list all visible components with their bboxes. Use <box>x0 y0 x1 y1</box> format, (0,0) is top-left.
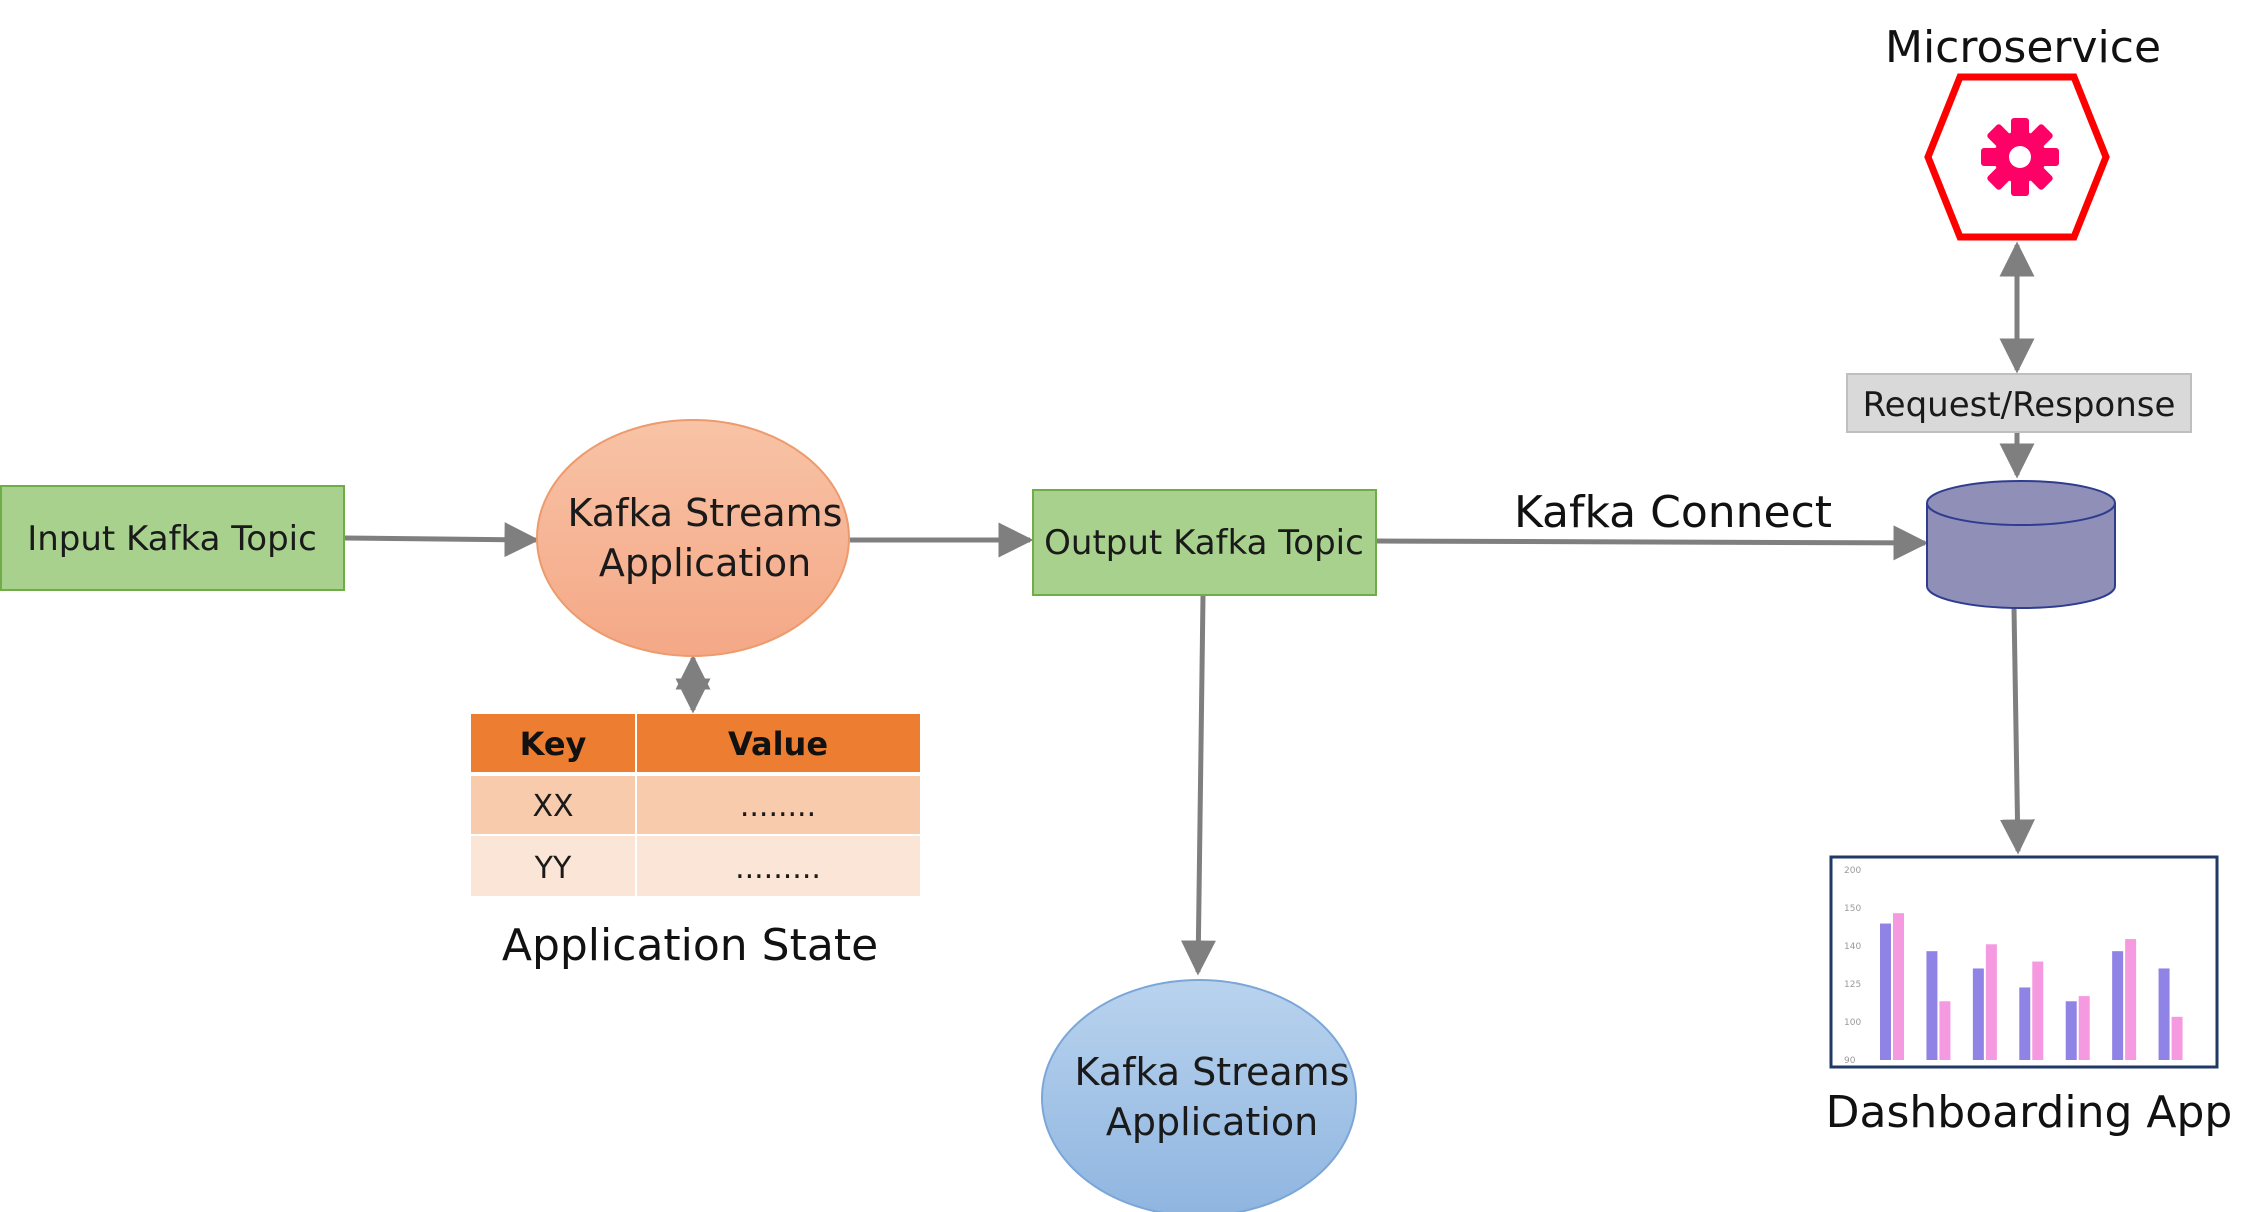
table-header-key <box>471 714 635 772</box>
chart-tick-label: 150 <box>1844 904 1861 914</box>
application-state-table: Key Value XX ........ YY ......... Appli… <box>471 714 920 971</box>
request-response-box <box>1846 373 2192 433</box>
chart-bar <box>2112 951 2124 1060</box>
request-response-node: Request/Response <box>1846 373 2192 433</box>
chart-bar <box>2171 1016 2183 1060</box>
output-topic-box <box>1032 489 1377 596</box>
input-topic-box <box>0 485 345 591</box>
dashboarding-app-node: 200 150 140 125 100 90 Dashboarding App <box>1826 855 2233 1138</box>
kafka-connect-label: Kafka Connect <box>1514 487 1832 538</box>
chart-bar <box>1985 944 1997 1060</box>
table-row-1-key-text: XX <box>532 789 573 824</box>
chart-bar <box>1893 913 1904 1060</box>
chart-bar <box>1880 923 1891 1060</box>
input-topic-label: Input Kafka Topic <box>27 519 317 559</box>
chart-bar <box>2019 987 2031 1060</box>
streams-app-secondary-node: Kafka Streams Application <box>1041 979 1357 1212</box>
table-row-1-value-text: ........ <box>740 789 816 824</box>
streams-app-secondary-ellipse <box>1041 979 1357 1212</box>
microservice-label: Microservice <box>1885 22 2161 73</box>
bar-chart-icon: 200 150 140 125 100 90 <box>1844 866 2183 1066</box>
arrow-database-to-dashboard <box>1999 607 2035 855</box>
streams-app-main-label-line2: Application <box>599 541 811 585</box>
table-header-value-text: Value <box>728 725 828 763</box>
database-icon <box>1926 480 2116 609</box>
arrow-input-to-streams <box>344 522 540 558</box>
chart-tick-label: 200 <box>1844 866 1861 876</box>
streams-app-secondary-label-line2: Application <box>1106 1100 1318 1144</box>
table-row-2-key-text: YY <box>534 851 572 886</box>
chart-tick-label: 140 <box>1844 942 1861 952</box>
chart-bar <box>1926 951 1938 1060</box>
streams-app-main-label-line1: Kafka Streams <box>568 491 843 535</box>
table-row-2-value <box>637 836 920 896</box>
gear-icon <box>1981 118 2059 196</box>
output-kafka-topic-node: Output Kafka Topic <box>1032 489 1377 596</box>
table-row-2-value-text: ......... <box>735 851 821 886</box>
chart-tick-label: 125 <box>1844 980 1861 990</box>
chart-tick-label: 90 <box>1844 1056 1856 1066</box>
application-state-caption: Application State <box>502 920 878 971</box>
chart-bar <box>2078 996 2090 1060</box>
table-header-key-text: Key <box>520 725 587 763</box>
output-topic-label: Output Kafka Topic <box>1044 523 1364 563</box>
table-row-2-key <box>471 836 635 896</box>
dashboard-label: Dashboarding App <box>1826 1087 2233 1138</box>
table-row-1-value <box>637 776 920 834</box>
connectors <box>344 241 2035 976</box>
chart-tick-label: 100 <box>1844 1018 1861 1028</box>
chart-bar <box>1972 968 1984 1060</box>
database-top <box>1926 480 2116 526</box>
chart-bar <box>2158 968 2170 1060</box>
request-response-label: Request/Response <box>1863 385 2176 425</box>
chart-bar <box>2065 1001 2077 1060</box>
streams-app-main-ellipse <box>536 419 850 657</box>
microservice-node: Microservice <box>1885 22 2161 241</box>
arrow-output-to-database <box>1374 525 1929 561</box>
chart-bar <box>1939 1001 1951 1060</box>
streams-app-secondary-label-line1: Kafka Streams <box>1075 1050 1350 1094</box>
table-header-value <box>637 714 920 772</box>
input-kafka-topic-node: Input Kafka Topic <box>0 485 345 591</box>
arrow-output-to-secondary-streams <box>1180 595 1216 976</box>
chart-bar <box>2032 961 2044 1060</box>
chart-bar <box>2125 939 2137 1060</box>
table-row-1-key <box>471 776 635 834</box>
database-body <box>1926 503 2116 609</box>
streams-app-main-node: Kafka Streams Application <box>536 419 850 657</box>
